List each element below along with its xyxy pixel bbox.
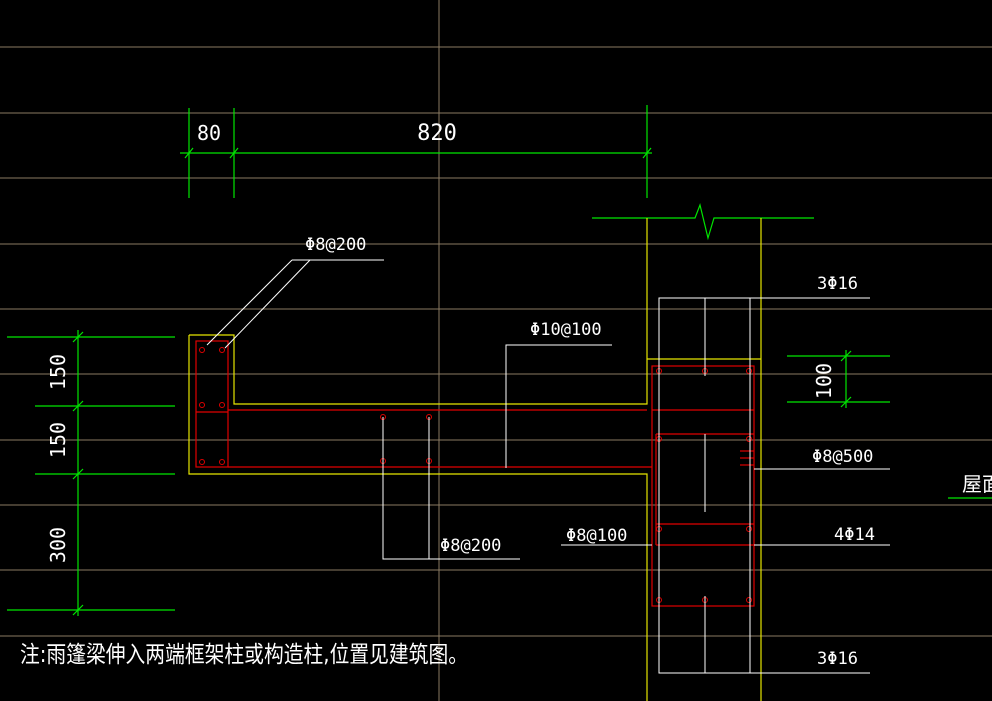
label-main-bar-slab: Φ10@100 (530, 320, 602, 340)
dim-820: 820 (417, 121, 457, 146)
label-column-top-bars: 3Φ16 (817, 274, 858, 294)
dim-150-upper: 150 (46, 354, 70, 390)
side-label-roof: 屋面 (962, 472, 992, 496)
dim-150-middle: 150 (46, 422, 70, 458)
rebar-cage (195, 340, 755, 607)
label-beam-bottom-bars: 4Φ14 (834, 525, 875, 545)
rebar-dots (199, 347, 752, 603)
dim-80: 80 (197, 121, 221, 145)
dim-300: 300 (46, 527, 70, 563)
label-column-bottom-bars: 3Φ16 (817, 649, 858, 669)
leader-lines (206, 259, 890, 674)
label-column-tie-spacing: Φ8@500 (812, 447, 873, 467)
concrete-outline (188, 218, 762, 701)
dim-100: 100 (812, 363, 836, 399)
label-stirrup-cantilever: Φ8@200 (305, 235, 366, 255)
label-stirrup-slab-bottom: Φ8@200 (440, 536, 501, 556)
dimension-lines (7, 105, 992, 616)
drawing-note: 注:雨篷梁伸入两端框架柱或构造柱,位置见建筑图。 (20, 642, 468, 668)
label-beam-stirrup: Φ8@100 (566, 526, 627, 546)
